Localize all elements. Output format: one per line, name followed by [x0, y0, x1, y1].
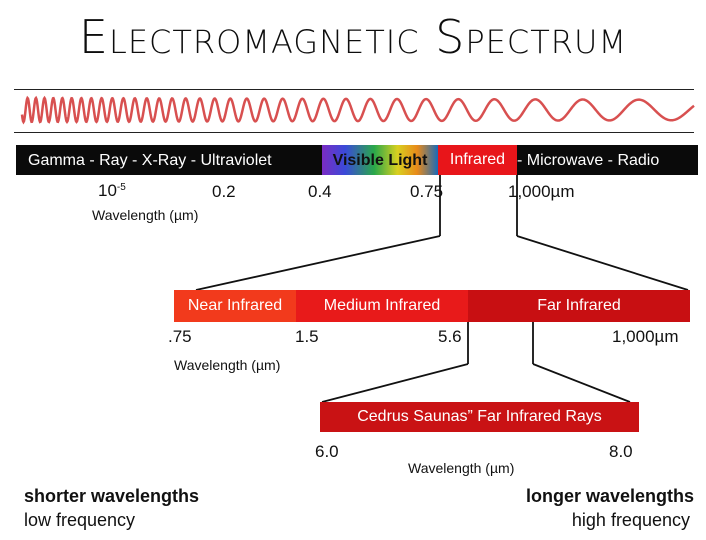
visible-light-label: Visible Light: [332, 152, 428, 169]
far-infrared-segment: Far Infrared: [468, 290, 690, 322]
page-title: Electromagnetic Spectrum: [78, 10, 628, 64]
spectrum-left-label: Gamma - Ray - X-Ray - Ultraviolet: [28, 152, 272, 169]
tick-label: 0.4: [308, 182, 332, 201]
near-infrared-label: Near Infrared: [187, 297, 283, 314]
tick-label: 10-5: [98, 181, 126, 200]
wavelength-label: Wavelength (µm): [174, 357, 281, 373]
connector-line-right-diag: [516, 235, 689, 291]
near-infrared-segment: Near Infrared: [174, 290, 296, 322]
tick-label: 0.75: [410, 182, 444, 201]
tick-label: 8.0: [609, 442, 633, 461]
tick-label: 5.6: [438, 327, 462, 346]
wavelength-label: Wavelength (µm): [92, 207, 199, 223]
em-wave: [20, 95, 695, 125]
low-frequency-label: low frequency: [24, 510, 136, 530]
cedrus-sauna-segment: Cedrus Saunas” Far Infrared Rays: [320, 402, 639, 432]
connector-line-left-diag: [195, 235, 441, 291]
tick-label: 0.2: [212, 182, 236, 201]
high-frequency-label: high frequency: [571, 510, 690, 530]
cedrus-sauna-label: Cedrus Saunas” Far Infrared Rays: [357, 408, 602, 425]
medium-infrared-label: Medium Infrared: [323, 297, 441, 314]
wavelength-label: Wavelength (µm): [408, 460, 515, 476]
title-divider-top: [14, 89, 694, 90]
infrared-label: Infrared: [449, 151, 506, 168]
connector2-line-right-diag: [532, 363, 631, 403]
far-infrared-label: Far Infrared: [537, 297, 621, 314]
shorter-wavelengths-label: shorter wavelengths: [24, 486, 200, 506]
connector2-line-left-diag: [321, 363, 469, 403]
tick-label: .75: [168, 327, 192, 346]
tick-label: 6.0: [315, 442, 339, 461]
tick-label: 1,000µm: [508, 182, 575, 201]
longer-wavelengths-label: longer wavelengths: [525, 486, 694, 506]
tick-label: 1,000µm: [612, 327, 679, 346]
infrared-segment: Infrared: [438, 145, 517, 175]
visible-light-segment: [322, 145, 438, 175]
medium-infrared-segment: Medium Infrared: [296, 290, 468, 322]
tick-label: 1.5: [295, 327, 319, 346]
spectrum-right-label: - Microwave - Radio: [517, 152, 660, 169]
title-divider-bottom: [14, 132, 694, 133]
